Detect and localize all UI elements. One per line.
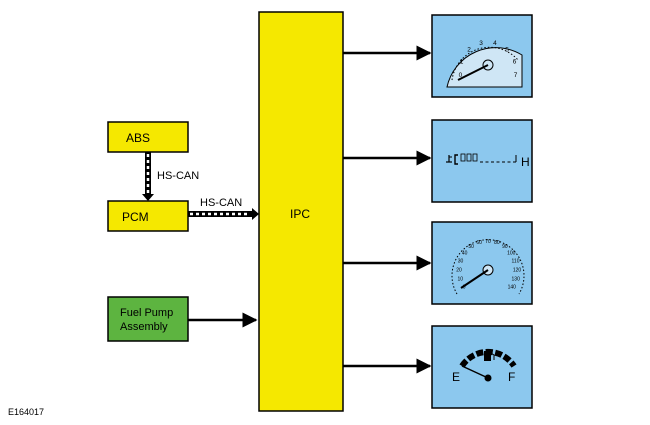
speedometer-tick-7: 70 [485, 239, 491, 245]
speedometer-tick-13: 130 [512, 276, 521, 282]
tachometer-tick-2: 2 [467, 47, 471, 54]
speedometer-tick-5: 50 [468, 244, 474, 250]
abs-pcm-hs-can-link: HS-CAN [142, 152, 199, 201]
tachometer-tick-1: 1 [460, 58, 464, 65]
fuel-pump-label-line1: Fuel Pump [120, 307, 173, 319]
fuel-full-label: F [508, 370, 515, 384]
ipc-module: IPC [258, 11, 344, 412]
tachometer-tick-0: 0 [459, 72, 463, 79]
speedometer-tick-10: 100 [507, 251, 516, 257]
speedometer-tick-8: 80 [494, 240, 500, 246]
speedometer-tick-14: 140 [508, 284, 517, 290]
fuel-pump-icon [484, 351, 495, 361]
abs-module: ABS [107, 121, 189, 153]
speedometer-tick-4: 40 [462, 251, 468, 257]
speedometer-tick-11: 110 [512, 259, 520, 265]
coolant-temperature-icon [446, 155, 452, 163]
pcm-ipc-hs-can-link: HS-CAN [188, 197, 259, 220]
pcm-module: PCM [107, 200, 189, 232]
pcm-label: PCM [122, 210, 149, 224]
fuel-pump-label-line2: Assembly [120, 321, 168, 333]
ipc-label: IPC [290, 207, 310, 221]
speedometer-tick-12: 120 [513, 267, 522, 273]
speedometer-tick-0: 0 [463, 284, 466, 290]
abs-pcm-hs-can-label: HS-CAN [157, 170, 199, 182]
temperature-gauge-display: H [431, 119, 533, 203]
speedometer-tick-9: 90 [502, 244, 508, 250]
pcm-ipc-hs-can-label: HS-CAN [200, 197, 242, 209]
fuel-gauge-display: E F [431, 325, 533, 409]
speedometer-tick-2: 20 [456, 267, 462, 273]
abs-label: ABS [126, 131, 150, 145]
tachometer-tick-4: 4 [493, 40, 497, 47]
figure-id: E164017 [8, 407, 44, 417]
tachometer-tick-6: 6 [513, 58, 517, 65]
fuel-pump-assembly-module: Fuel Pump Assembly [107, 296, 189, 342]
tachometer-tick-3: 3 [479, 40, 483, 47]
tachometer-tick-5: 5 [505, 47, 509, 54]
speedometer-tick-6: 60 [476, 240, 482, 246]
tachometer-tick-7: 7 [514, 72, 518, 79]
speedometer-tick-3: 30 [458, 259, 464, 265]
temperature-hot-label: H [521, 155, 530, 169]
speedometer-tick-1: 10 [458, 276, 464, 282]
fuel-empty-label: E [452, 370, 460, 384]
